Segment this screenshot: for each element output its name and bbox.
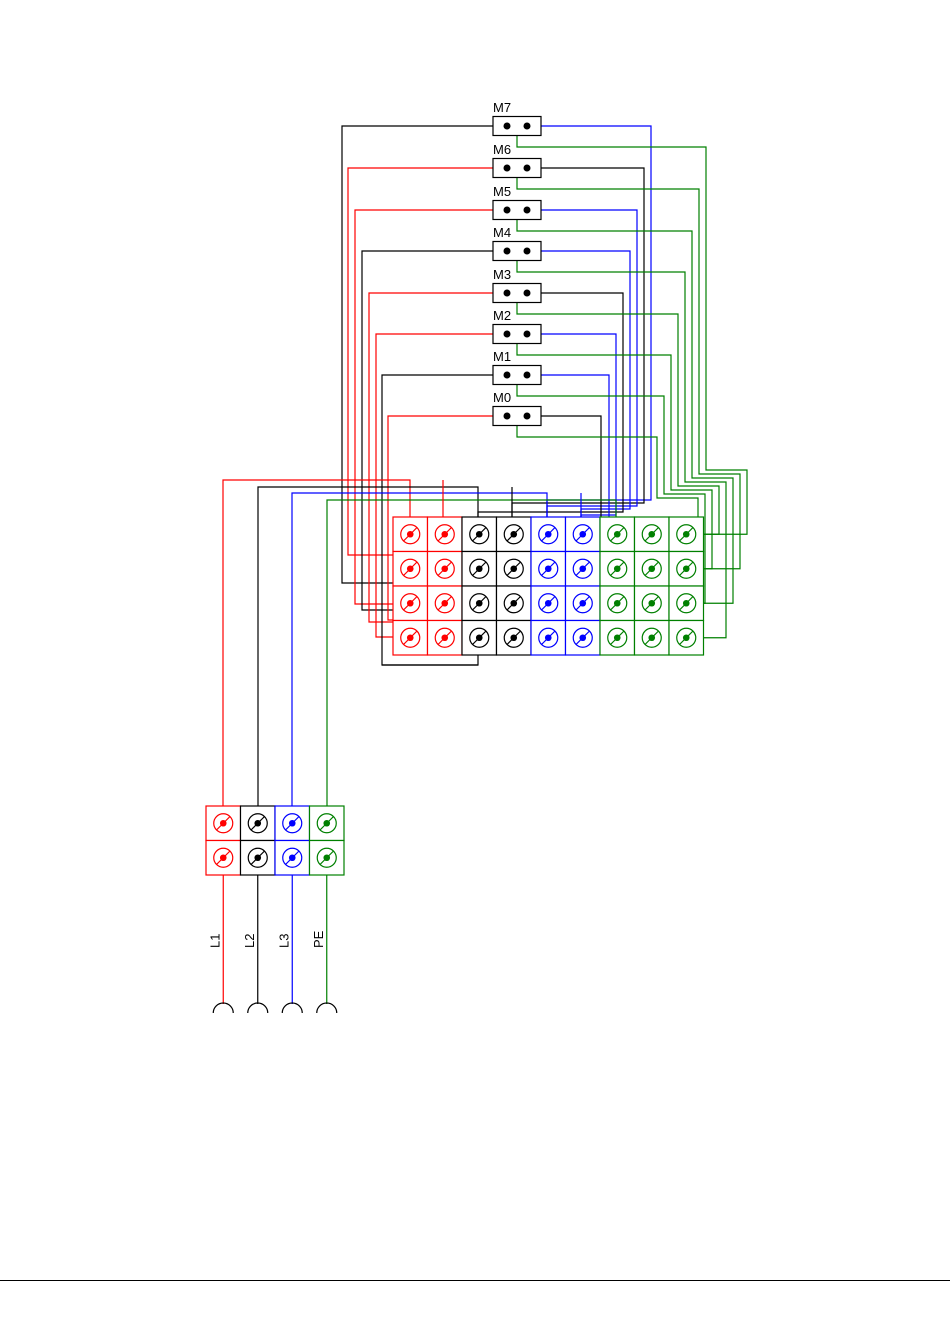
supply-terminal-block [206, 806, 344, 875]
terminal-screw [470, 559, 489, 578]
supply-terminal-screw [248, 814, 267, 833]
motor-label: M0 [493, 390, 511, 405]
page-footer-rule [0, 1280, 950, 1281]
motor-connector-m7: M7 [493, 100, 541, 136]
plug-socket-icon [282, 1003, 302, 1013]
distribution-terminal-block [393, 517, 704, 655]
supply-labels: L1 L2 L3 PE [207, 930, 337, 1013]
supply-terminal-screw [248, 848, 267, 867]
motor-label: M2 [493, 308, 511, 323]
supply-label-l3: L3 [276, 934, 291, 948]
terminal-screw [435, 628, 454, 647]
terminal-screw [470, 628, 489, 647]
motor-feed-wire [348, 168, 493, 555]
supply-line-label: PE [311, 930, 326, 948]
motor-label: M3 [493, 267, 511, 282]
terminal-screw [677, 628, 696, 647]
terminal-screw [504, 594, 523, 613]
motor-feed-wire [512, 168, 644, 533]
terminal-screw [470, 525, 489, 544]
supply-line-label: L3 [276, 934, 291, 948]
plug-socket-icon [248, 1003, 268, 1013]
terminal-screw [401, 559, 420, 578]
terminal-screw [470, 594, 489, 613]
terminal-screw [504, 559, 523, 578]
motor-label: M7 [493, 100, 511, 115]
supply-terminal-screw [317, 848, 336, 867]
terminal-screw [401, 525, 420, 544]
terminal-screw [504, 525, 523, 544]
terminal-screw [642, 559, 661, 578]
terminal-screw [677, 559, 696, 578]
terminal-screw [608, 525, 627, 544]
motor-label: M4 [493, 225, 511, 240]
supply-terminal-screw [317, 814, 336, 833]
terminal-screw [504, 628, 523, 647]
terminal-screw [608, 559, 627, 578]
terminal-screw [573, 628, 592, 647]
terminal-screw [573, 594, 592, 613]
motor-feed-wire [541, 126, 651, 533]
motor-label: M6 [493, 142, 511, 157]
terminal-screw [677, 525, 696, 544]
terminal-screw [608, 594, 627, 613]
terminal-screw [401, 594, 420, 613]
terminal-screw [435, 525, 454, 544]
terminal-screw [435, 594, 454, 613]
terminal-screw [539, 525, 558, 544]
supply-label-pe: PE [311, 930, 326, 948]
terminal-screw [539, 594, 558, 613]
supply-line-label: L1 [207, 934, 222, 948]
motor-label: M1 [493, 349, 511, 364]
terminal-screw [573, 559, 592, 578]
motor-feed-wire [342, 126, 493, 583]
terminal-screw [539, 628, 558, 647]
supply-terminal-screw [214, 814, 233, 833]
supply-line-label: L2 [242, 934, 257, 948]
terminal-screw [677, 594, 696, 613]
supply-terminal-screw [283, 848, 302, 867]
terminal-screw [642, 525, 661, 544]
terminal-screw [642, 628, 661, 647]
motor-label: M5 [493, 184, 511, 199]
terminal-screw [642, 594, 661, 613]
terminal-screw [401, 628, 420, 647]
terminal-screw [573, 525, 592, 544]
terminal-screw [539, 559, 558, 578]
supply-terminal-screw [214, 848, 233, 867]
terminal-screw [608, 628, 627, 647]
supply-label-l2: L2 [242, 934, 257, 948]
supply-terminal-screw [283, 814, 302, 833]
terminal-screw [435, 559, 454, 578]
plug-socket-icon [317, 1003, 337, 1013]
supply-label-l1: L1 [207, 934, 222, 948]
plug-socket-icon [213, 1003, 233, 1013]
